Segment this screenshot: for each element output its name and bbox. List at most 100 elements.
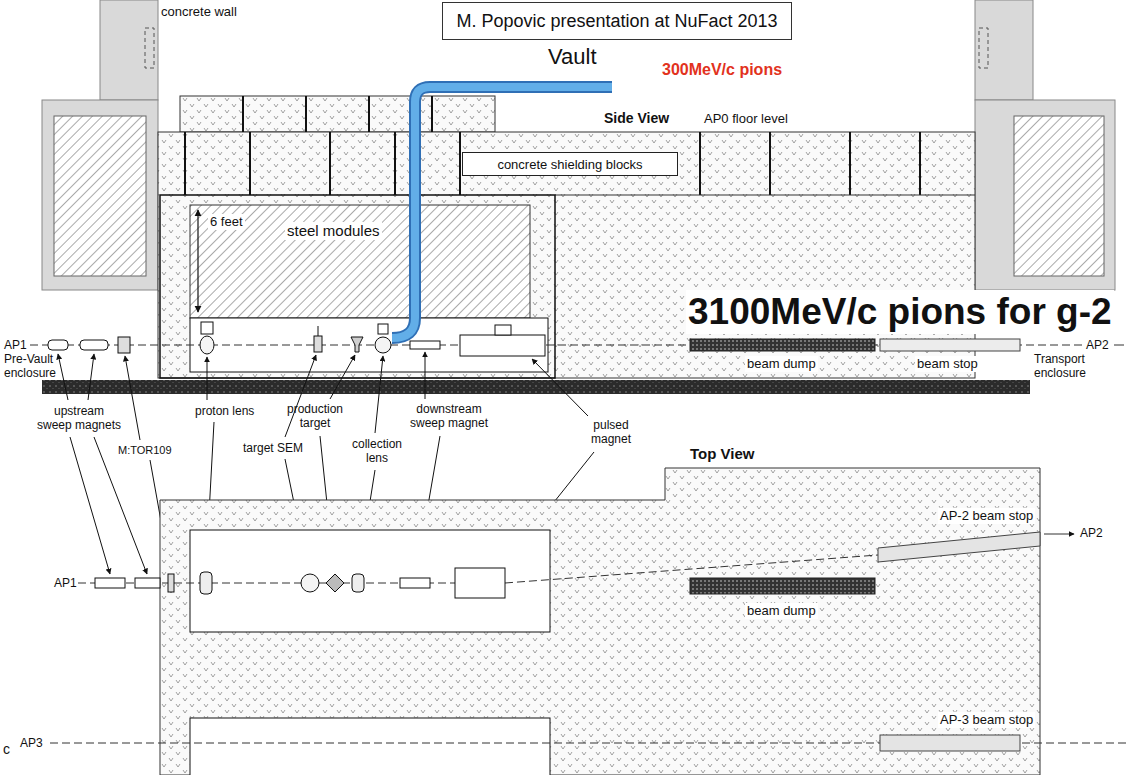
leader-line	[125, 356, 140, 440]
beam-components	[318, 326, 319, 336]
pion-pipe	[392, 87, 612, 338]
area-label: Vault	[548, 44, 597, 70]
beam-components	[455, 568, 505, 598]
leader-line	[330, 355, 355, 399]
beam-components	[80, 340, 108, 350]
concrete-wall	[100, 0, 158, 100]
concrete-shielding	[555, 195, 975, 196]
part-label: beam dump	[745, 603, 818, 619]
concrete-wall	[42, 100, 158, 290]
enclosure-label: Pre-Vault enclosure	[4, 352, 66, 381]
beam-components	[200, 572, 212, 594]
beam-components	[352, 574, 364, 592]
beam-components	[200, 336, 214, 354]
concrete-shielding	[243, 96, 432, 132]
beam-stop	[880, 339, 1020, 351]
beam-stop	[878, 532, 1040, 562]
vault	[190, 530, 550, 632]
concrete-wall	[54, 116, 146, 276]
beam-line	[1044, 534, 1074, 535]
part-label: upstream sweep magnets	[36, 404, 122, 433]
beam-dump	[690, 578, 875, 594]
beam-components	[95, 568, 505, 598]
beamline-name: AP3	[20, 736, 43, 750]
dimension: 6 feet	[208, 214, 245, 230]
label-box: concrete shielding blocks	[462, 152, 678, 176]
beam-label: 3100MeV/c pions for g-2	[686, 290, 1114, 334]
beam-components	[326, 574, 344, 592]
view-title: Top View	[690, 445, 754, 463]
beam-stop	[880, 735, 1020, 751]
part-label: target SEM	[243, 441, 303, 455]
beam-components	[378, 324, 388, 334]
concrete-shielding	[158, 96, 975, 378]
concrete-wall	[975, 100, 1115, 290]
part-label: AP-2 beam stop	[938, 508, 1035, 524]
leader-line	[88, 354, 94, 400]
wall-label: concrete wall	[161, 4, 237, 20]
part-label: production target	[282, 402, 348, 431]
vault	[160, 195, 555, 378]
leader-line	[94, 437, 147, 574]
box-text: concrete shielding blocks	[463, 157, 677, 173]
leader-line	[207, 357, 208, 400]
beam-components	[48, 322, 545, 356]
beam-components	[460, 335, 545, 356]
concrete-wall	[145, 28, 154, 68]
part-label: collection lens	[346, 437, 408, 466]
beam-components	[495, 325, 511, 335]
beamline-name: AP1	[4, 338, 27, 352]
beam-components	[400, 578, 430, 588]
title-text: M. Popovic presentation at NuFact 2013	[456, 11, 777, 31]
beam-label: 300MeV/c pions	[662, 60, 782, 79]
pion-pipe	[392, 87, 612, 338]
enclosure	[190, 718, 550, 775]
beam-components	[314, 336, 322, 352]
title-box: M. Popovic presentation at NuFact 2013	[442, 2, 791, 40]
view-title: Side View	[604, 110, 669, 127]
stray-letter: c	[3, 741, 10, 758]
part-label: M:TOR109	[118, 444, 172, 457]
leader-line	[375, 356, 383, 433]
pion-pipe	[392, 87, 612, 338]
floor-band	[42, 380, 1030, 394]
part-label: beam stop	[915, 356, 980, 372]
leader-line	[70, 437, 110, 574]
beam-line	[50, 534, 1127, 743]
beamline-name: AP2	[1086, 338, 1109, 352]
beam-components	[48, 340, 68, 350]
beam-line	[1114, 345, 1124, 346]
part-label: AP-3 beam stop	[938, 712, 1035, 728]
leader-line	[532, 359, 588, 416]
concrete-wall	[979, 28, 988, 68]
part-label: downstream sweep magnet	[406, 402, 492, 431]
enclosure-label: Transport enclosure	[1034, 352, 1104, 381]
part-label: beam dump	[745, 356, 818, 372]
beam-components	[95, 578, 125, 588]
beam-components	[375, 337, 391, 353]
concrete-shielding	[185, 132, 920, 195]
beam-components	[410, 341, 440, 349]
beam-components	[168, 574, 174, 592]
concrete-shielding	[180, 96, 495, 132]
beam-components	[135, 578, 160, 588]
part-label: steel modules	[285, 222, 382, 240]
leader-line	[58, 354, 68, 400]
concrete-wall	[1014, 116, 1104, 276]
beam-components	[118, 337, 130, 353]
beamline-name: AP1	[54, 576, 77, 590]
vault	[197, 210, 198, 312]
beam-dump	[690, 339, 875, 351]
beam-components	[351, 337, 363, 352]
level-label: AP0 floor level	[704, 111, 788, 127]
beam-components	[201, 322, 213, 334]
part-label: pulsed magnet	[585, 418, 637, 447]
concrete-shielding	[158, 132, 975, 378]
concrete-wall	[975, 0, 1033, 100]
leader-line	[425, 352, 426, 399]
part-label: proton lens	[195, 404, 254, 418]
vault	[160, 195, 555, 378]
vault	[190, 205, 530, 318]
